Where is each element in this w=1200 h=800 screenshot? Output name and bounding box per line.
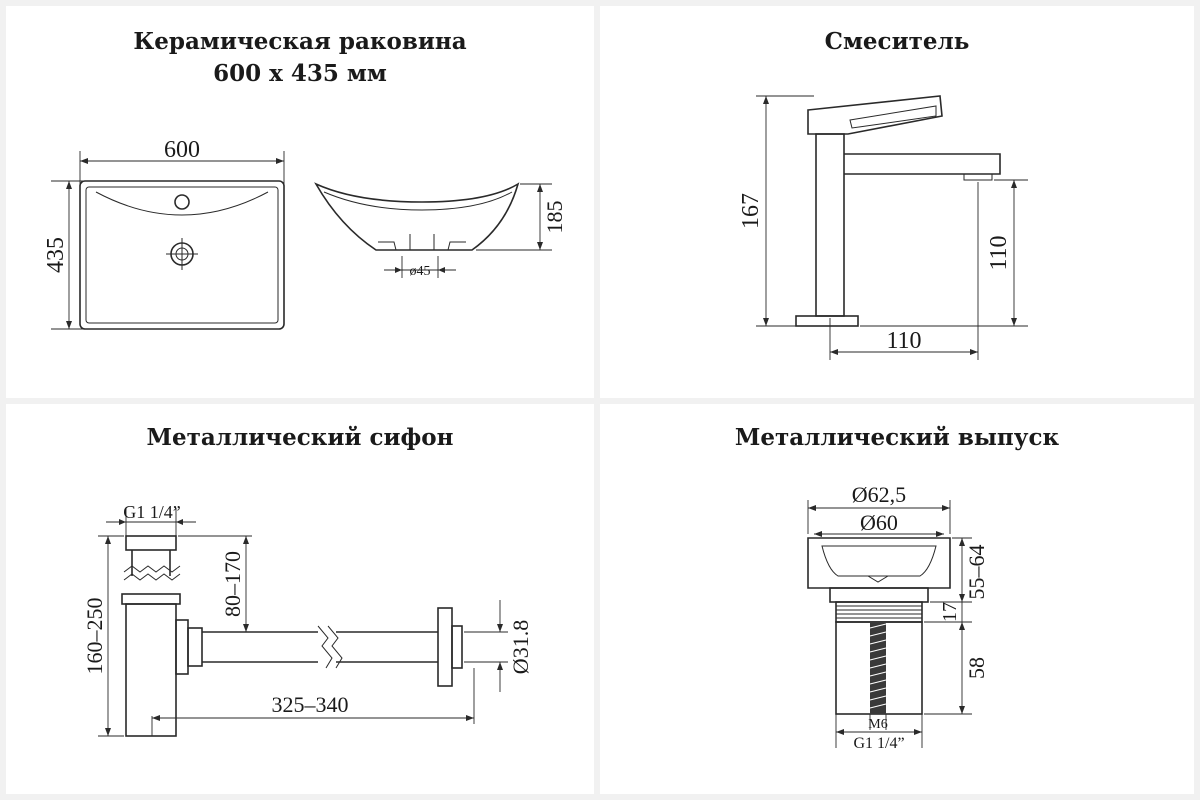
siphon-bottle [125,603,177,737]
faucet-drawing: 167 110 110 [738,95,1028,360]
sink-width-dim: 600 [164,137,200,163]
siphon-title: Металлический сифон [146,424,454,451]
drain-cap [807,537,951,589]
faucet-base [795,315,859,327]
sink-top-inner [85,186,279,324]
faucet-reach-dim: 110 [886,328,921,354]
drain-m6-dim: M6 [868,717,887,732]
faucet-spout-height-dim: 110 [986,235,1012,270]
drain-title: Металлический выпуск [734,424,1060,451]
drain-thread-dim: G1 1/4” [853,735,904,752]
drain-drawing: Ø62,5 Ø60 55–64 17 58 M6 G [807,482,989,752]
siphon-inlet-dim: 80–170 [220,551,245,617]
sink-side-outline [314,182,520,251]
siphon-length-dim: 325–340 [272,692,349,717]
drain-range-dim: 55–64 [964,545,989,600]
siphon-cap [125,535,177,551]
siphon-flange [437,607,453,687]
faucet-body [815,133,845,317]
faucet-handle [807,95,943,135]
siphon-drawing: G1 1/4” 160–250 80–170 Ø31.8 325–340 [82,502,533,737]
sink-drawing: 600 435 185 ø45 [43,137,567,330]
faucet-panel: Смеситель 167 110 110 [600,6,1194,398]
siphon-height-dim: 160–250 [82,598,107,675]
siphon-pipe-dim: Ø31.8 [508,620,533,674]
drain-outer-dim: Ø62,5 [852,482,906,507]
drain-ring [829,587,929,603]
sink-title-line2: 600 х 435 мм [213,60,387,87]
drain-thread [835,601,923,623]
drain-17-dim: 17 [939,602,961,622]
sink-depth-dim: 435 [43,237,69,273]
siphon-collar [121,593,181,605]
drain-inner-dim: Ø60 [860,510,898,535]
drain-58-dim: 58 [964,657,989,679]
drain-panel: Металлический выпуск Ø62,5 Ø60 55–64 17 [600,404,1194,794]
sink-drain-dim: ø45 [410,264,431,279]
faucet-title: Смеситель [824,28,970,55]
faucet-spout [844,153,1001,175]
sink-height-dim: 185 [542,201,567,234]
siphon-thread-dim: G1 1/4” [123,502,181,522]
faucet-height-dim: 167 [738,193,764,229]
sink-tap-hole [174,194,190,210]
sink-title-line1: Керамическая раковина [133,28,467,55]
siphon-panel: Металлический сифон G1 1/4” 1 [6,404,594,794]
sink-top-deck [95,191,269,216]
sink-top-outline [79,180,285,330]
sink-panel: Керамическая раковина 600 х 435 мм 600 4… [6,6,594,398]
